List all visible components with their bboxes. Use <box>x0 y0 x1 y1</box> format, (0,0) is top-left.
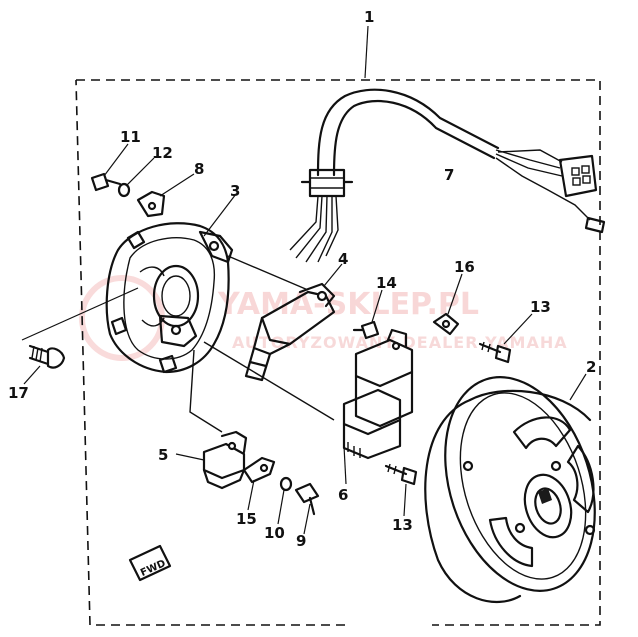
assembly-line-5 <box>189 349 223 433</box>
charge-coil-6 <box>342 328 414 460</box>
callout-4: 4 <box>338 250 348 268</box>
screw-9 <box>294 482 320 516</box>
callout-16: 16 <box>454 258 475 276</box>
leader-17 <box>21 287 139 341</box>
watermark-text: YAMA-SKLEP.PL <box>217 287 479 322</box>
callout-9: 9 <box>296 532 306 550</box>
washer-10 <box>279 476 293 492</box>
callout-15: 15 <box>236 510 257 528</box>
callout-12: 12 <box>152 144 173 162</box>
callout-6: 6 <box>338 486 348 504</box>
pulser-coil-4 <box>244 282 336 382</box>
rotor-flywheel-2 <box>424 376 596 604</box>
callout-13-lower: 13 <box>392 516 413 534</box>
callout-3: 3 <box>230 182 240 200</box>
screw-13-upper <box>478 341 512 364</box>
washer-12 <box>117 182 131 198</box>
fwd-label: FWD <box>139 558 167 579</box>
screw-17 <box>28 344 66 369</box>
callout-14: 14 <box>376 274 397 292</box>
clamp-8 <box>136 190 166 218</box>
wire-harness <box>289 88 606 263</box>
callout-numbers: 1 2 3 4 5 6 7 8 9 10 11 12 13 13 14 15 1… <box>8 8 596 550</box>
assembly-line-4 <box>227 255 309 291</box>
callout-2: 2 <box>586 358 596 376</box>
fwd-marker: FWD <box>128 544 172 582</box>
leader-1 <box>364 25 369 79</box>
stator-base-plate <box>105 222 234 374</box>
callout-11: 11 <box>120 128 141 146</box>
callout-8: 8 <box>194 160 204 178</box>
screw-13-lower <box>384 463 418 486</box>
screw-11 <box>90 172 122 192</box>
lighting-coil-5 <box>202 430 248 490</box>
callout-10: 10 <box>264 524 285 542</box>
callout-1: 1 <box>364 8 374 26</box>
callout-7: 7 <box>444 166 454 184</box>
assembly-boundary <box>75 79 601 626</box>
callout-17: 17 <box>8 384 29 402</box>
callout-13-upper: 13 <box>530 298 551 316</box>
callout-5: 5 <box>158 446 168 464</box>
spacer-16 <box>432 312 460 336</box>
screw-14 <box>352 320 380 340</box>
assembly-line-6 <box>203 341 335 421</box>
bracket-15 <box>242 456 276 484</box>
